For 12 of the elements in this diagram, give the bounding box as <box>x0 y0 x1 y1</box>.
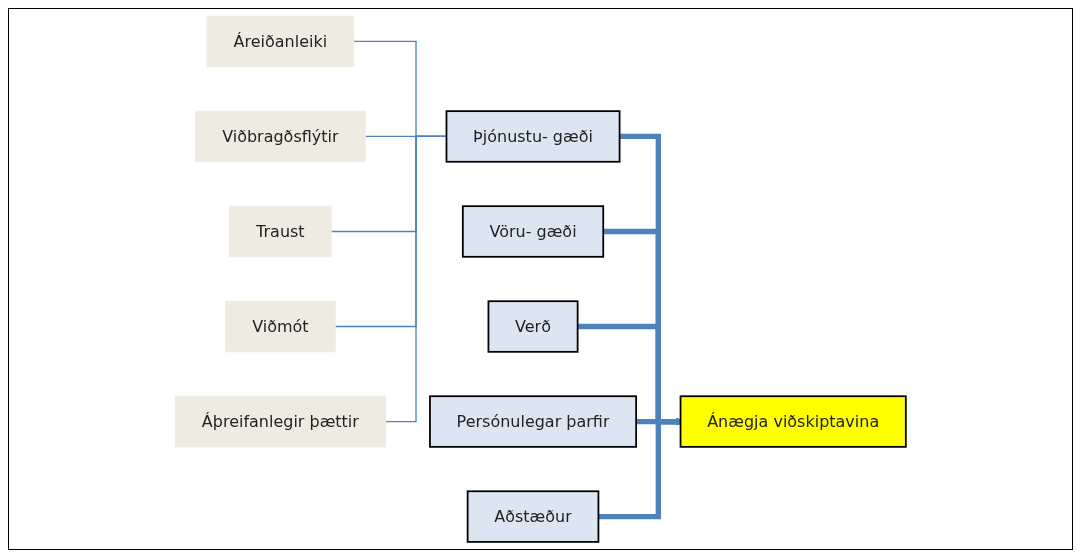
node-box: Viðbragðsflýtir <box>195 110 366 163</box>
node-box: Áþreifanlegir þættir <box>174 395 386 448</box>
node-box: Persónulegar þarfir <box>429 395 637 448</box>
node-box: Aðstæður <box>466 490 600 543</box>
node-box: Verð <box>487 300 579 353</box>
connector <box>384 135 447 423</box>
node-box: Áreiðanleiki <box>206 15 355 68</box>
node-box: Þjónustu- gæði <box>445 110 621 163</box>
node-box: Traust <box>229 205 332 258</box>
node-box: Ánægja viðskiptavina <box>679 395 907 448</box>
node-box: Viðmót <box>225 300 336 353</box>
node-box: Vöru- gæði <box>461 205 605 258</box>
